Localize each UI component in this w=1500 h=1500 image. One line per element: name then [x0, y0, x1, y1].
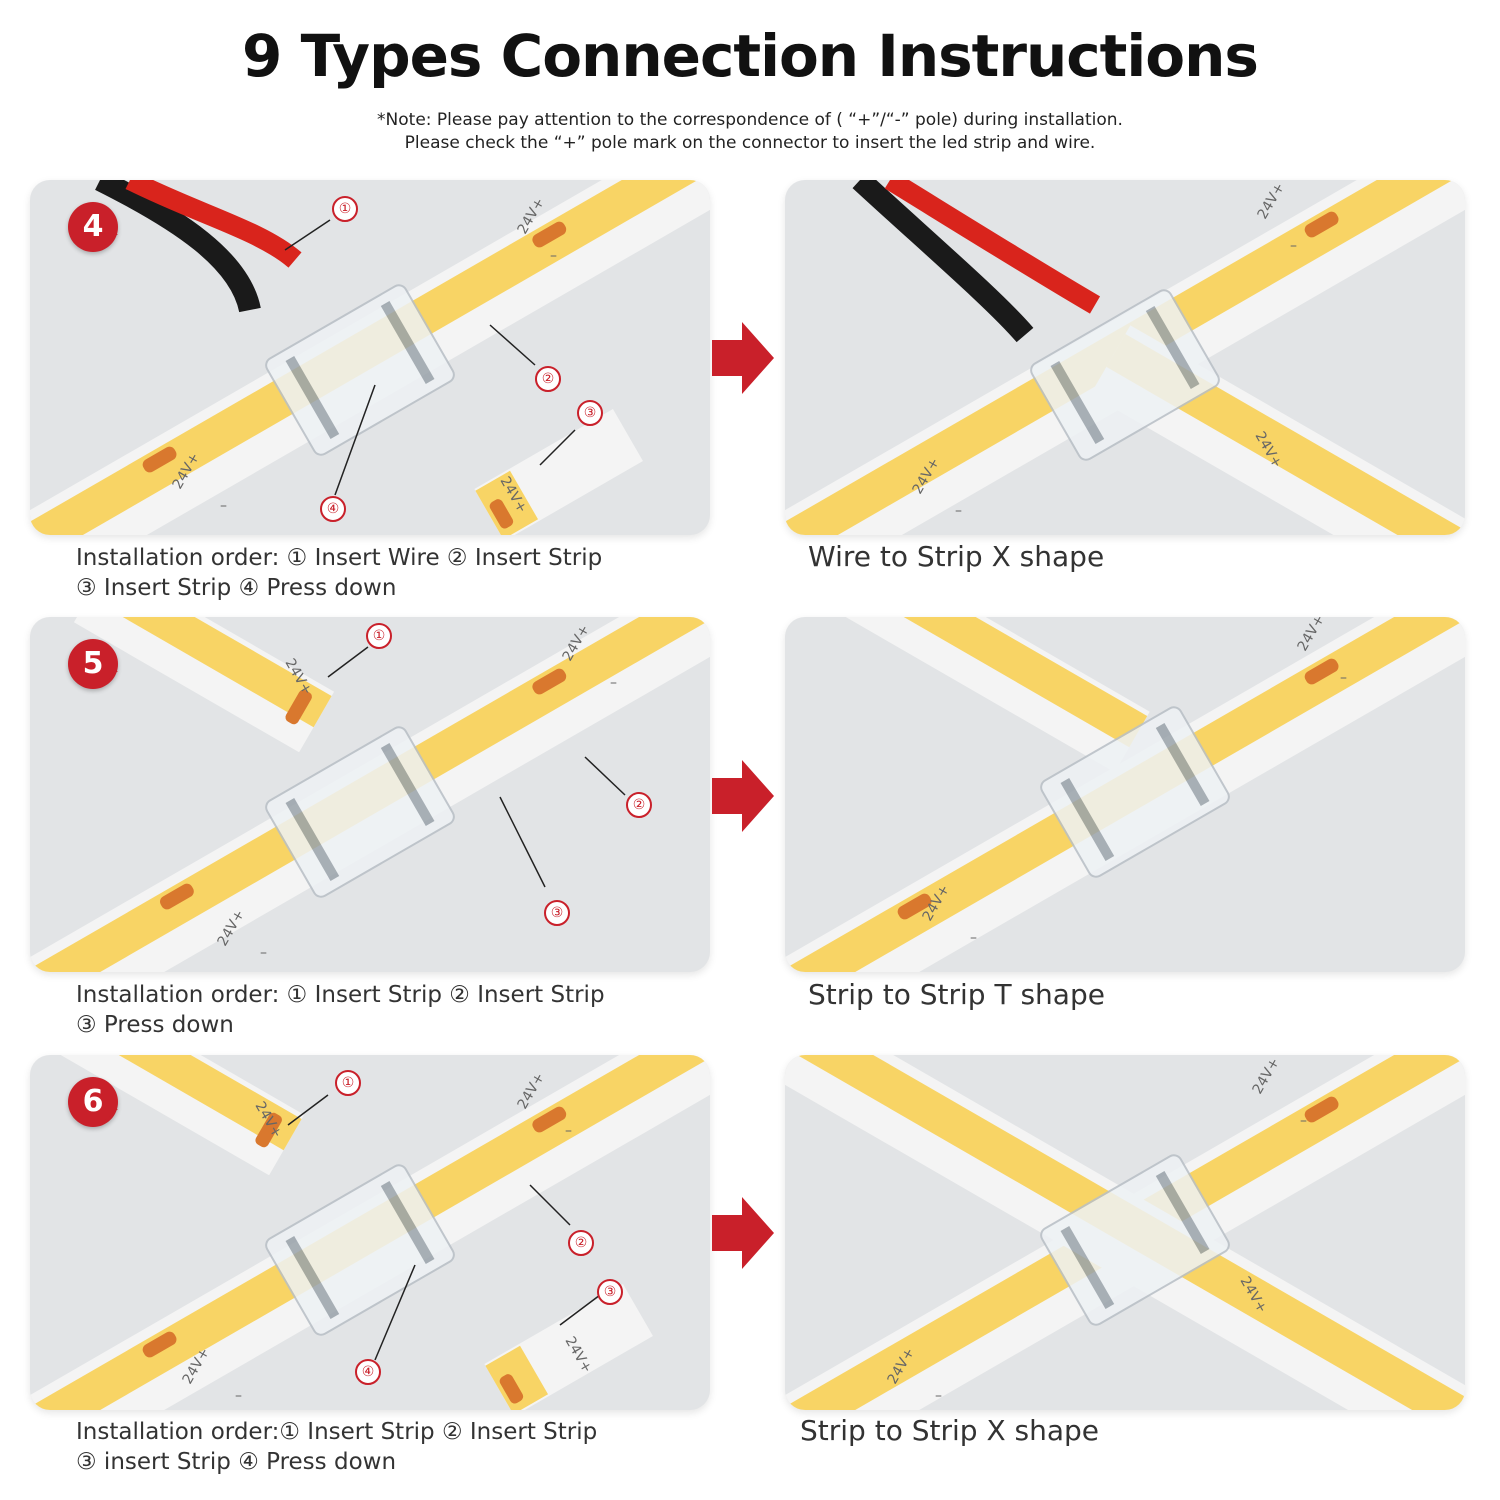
section-4-order-line-2: ③ Insert Strip ④ Press down [76, 575, 397, 601]
strip-minus-label: – [220, 498, 227, 514]
section-6-number-badge: 6 [68, 1077, 118, 1127]
section-6-steps-illustration: 24V+24V+24V+24V+–– [30, 1055, 710, 1410]
strip-minus-label: – [1340, 670, 1347, 686]
strip-minus-label: – [610, 675, 617, 691]
section-6-result-panel: 24V+24V+24V+–– [785, 1055, 1465, 1410]
section-4-callout-4: ④ [320, 496, 346, 522]
section-4-result-illustration: 24V+24V+24V+–– [785, 180, 1465, 535]
section-6-result-illustration: 24V+24V+24V+–– [785, 1055, 1465, 1410]
section-5-result-illustration: 24V+24V+–– [785, 617, 1465, 972]
strip-minus-label: – [935, 1388, 942, 1404]
section-6-callout-1: ① [335, 1070, 361, 1096]
strip-polarity-label: 24V+ [1250, 1055, 1283, 1097]
section-5-order-line-1: Installation order: ① Insert Strip ② Ins… [76, 982, 605, 1008]
section-5-callout-1: ① [366, 623, 392, 649]
section-5-result-panel: 24V+24V+–– [785, 617, 1465, 972]
section-6-callout-4: ④ [355, 1359, 381, 1385]
section-4-result-panel: 24V+24V+24V+–– [785, 180, 1465, 535]
strip-minus-label: – [235, 1388, 242, 1404]
section-4-callout-3: ③ [577, 400, 603, 426]
strip-minus-label: – [1290, 238, 1297, 254]
section-5-steps-panel: 24V+24V+24V+–– 5 ① ② ③ [30, 617, 710, 972]
strip-minus-label: – [565, 1123, 572, 1139]
section-6-arrow-icon [712, 1197, 774, 1269]
strip-polarity-label: 24V+ [1255, 180, 1288, 222]
section-6-callout-2: ② [568, 1230, 594, 1256]
section-5-order-line-2: ③ Press down [76, 1012, 234, 1038]
section-5-callout-2: ② [626, 792, 652, 818]
section-5-arrow-icon [712, 760, 774, 832]
section-5-steps-illustration: 24V+24V+24V+–– [30, 617, 710, 972]
section-6-callout-3: ③ [597, 1279, 623, 1305]
page-title: 9 Types Connection Instructions [242, 22, 1259, 90]
strip-minus-label: – [260, 945, 267, 961]
section-4-arrow-icon [712, 322, 774, 394]
section-6-result-caption: Strip to Strip X shape [800, 1414, 1100, 1447]
section-5-result-caption: Strip to Strip T shape [808, 978, 1105, 1011]
section-4-result-caption: Wire to Strip X shape [808, 540, 1105, 573]
section-4-order-line-1: Installation order: ① Insert Wire ② Inse… [76, 545, 603, 571]
strip-minus-label: – [955, 503, 962, 519]
section-5-number-badge: 5 [68, 639, 118, 689]
section-4-steps-panel: 24V+24V+24V+–– 4 ① ② ③ ④ [30, 180, 710, 535]
section-4-callout-1: ① [332, 196, 358, 222]
section-5-callout-3: ③ [544, 900, 570, 926]
strip-minus-label: – [1300, 1113, 1307, 1129]
strip-minus-label: – [970, 930, 977, 946]
section-4-steps-illustration: 24V+24V+24V+–– [30, 180, 710, 535]
section-6-order-line-2: ③ insert Strip ④ Press down [76, 1449, 397, 1475]
section-6-steps-panel: 24V+24V+24V+24V+–– 6 ① ② ③ ④ [30, 1055, 710, 1410]
note-line-2: Please check the “+” pole mark on the co… [404, 133, 1096, 153]
section-4-number-badge: 4 [68, 202, 118, 252]
strip-minus-label: – [550, 248, 557, 264]
note-line-1: *Note: Please pay attention to the corre… [377, 110, 1123, 130]
section-6-order-line-1: Installation order:① Insert Strip ② Inse… [76, 1419, 598, 1445]
section-4-callout-2: ② [535, 366, 561, 392]
